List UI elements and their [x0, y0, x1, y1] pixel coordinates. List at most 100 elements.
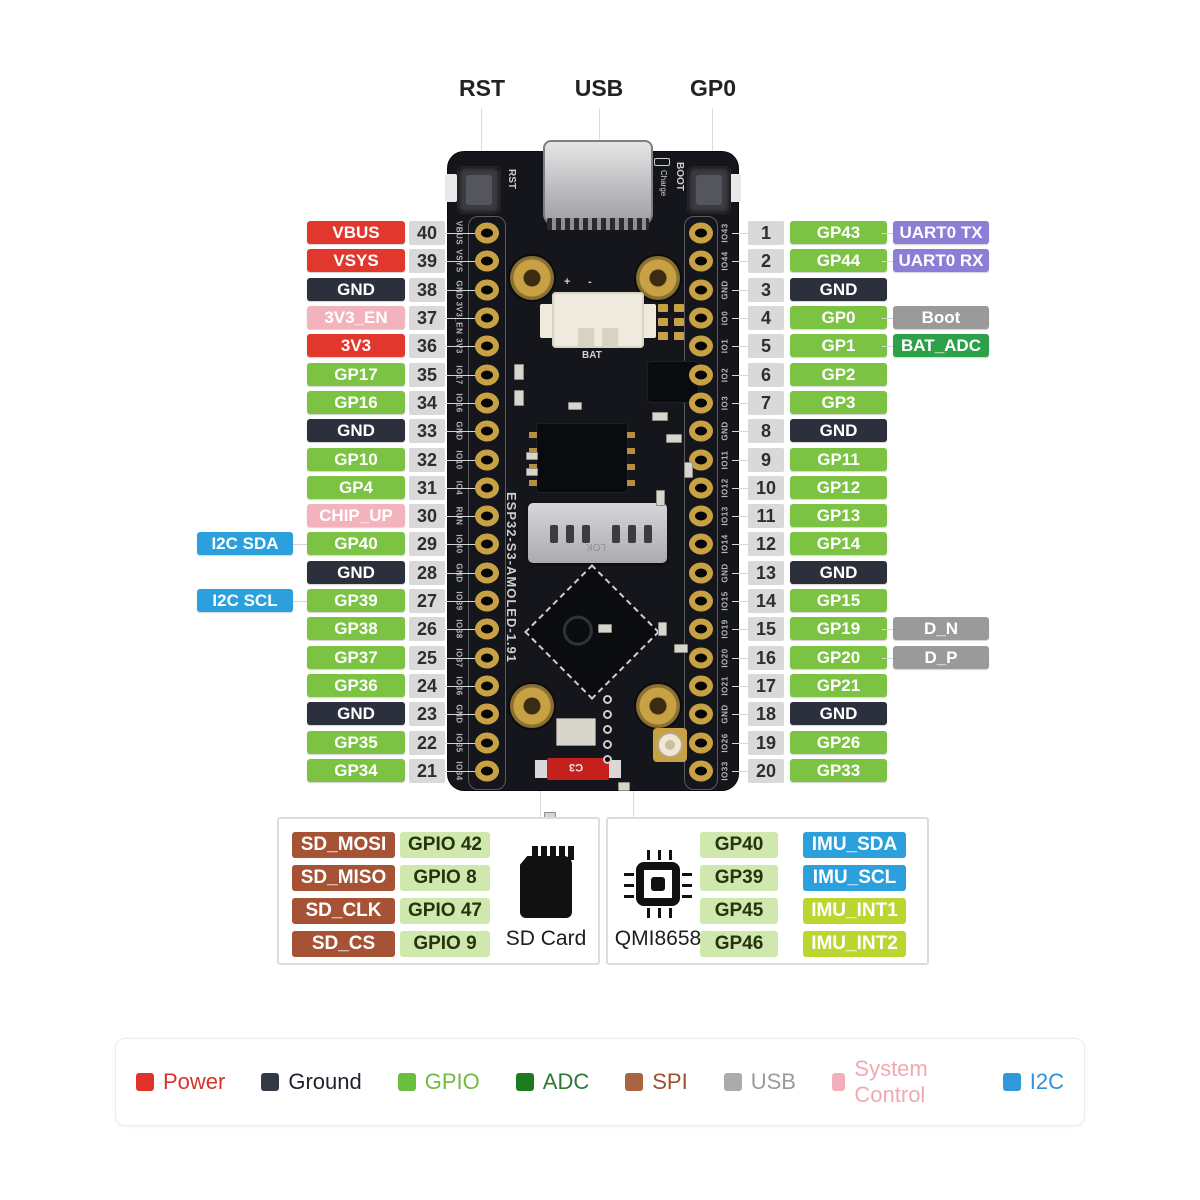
imu-pin-label: GP45: [700, 898, 778, 924]
via-pad: [603, 755, 612, 764]
legend-item: USB: [723, 1069, 796, 1095]
pin-hole: [475, 335, 499, 357]
pin-number: 5: [748, 334, 784, 358]
pin-silkscreen: IO43: [720, 223, 730, 243]
pin-label: 3V3_EN: [307, 306, 405, 329]
smd-component: [598, 624, 612, 633]
side-label: I2C SDA: [197, 532, 293, 555]
pin-hole: [689, 335, 713, 357]
boot-button-tab: [729, 174, 741, 202]
pin-number: 17: [748, 674, 784, 698]
pin-line: [293, 544, 307, 545]
pin-line: [732, 488, 748, 489]
imu-signal-label: IMU_SCL: [803, 865, 906, 891]
pin-silkscreen: GND: [720, 704, 730, 724]
pin-label: VBUS: [307, 221, 405, 244]
pin-label: GND: [307, 702, 405, 725]
pin-number: 3: [748, 278, 784, 302]
pin-number: 4: [748, 306, 784, 330]
pcb-board: RST BOOT Charge BAT + -: [445, 140, 741, 821]
legend-item: System Control: [831, 1056, 967, 1108]
imu-chip-icon: [636, 862, 680, 906]
pin-line: [732, 318, 748, 319]
charge-icon: [654, 158, 670, 166]
pin-line: [445, 516, 475, 517]
pin-hole: [475, 647, 499, 669]
rst-silkscreen: RST: [506, 169, 517, 189]
legend-label: System Control: [854, 1056, 928, 1107]
pin-line: [445, 771, 475, 772]
pin-hole: [689, 505, 713, 527]
side-label: UART0 RX: [893, 249, 989, 272]
pin-line: [882, 318, 896, 319]
pin-silkscreen: IO11: [720, 450, 730, 470]
pin-label: GP43: [790, 221, 887, 244]
pin-label: GND: [307, 561, 405, 584]
sd-pin-label: GPIO 9: [400, 931, 490, 957]
pin-label: GP0: [790, 306, 887, 329]
legend-swatch: [625, 1073, 644, 1091]
pin-label: 3V3: [307, 334, 405, 357]
imu-chip-pin: [624, 873, 634, 876]
pin-line: [445, 261, 475, 262]
legend-label: SPI: [652, 1069, 688, 1094]
imu-pin-label: GP40: [700, 832, 778, 858]
pin-line: [445, 573, 475, 574]
pin-label: GND: [307, 419, 405, 442]
pin-label: GP13: [790, 504, 887, 527]
imu-chip-pin: [682, 873, 692, 876]
regulator-chip: [648, 362, 698, 402]
via-pad: [603, 725, 612, 734]
top-callout-label: GP0: [689, 75, 737, 101]
mounting-hole: [510, 256, 554, 300]
pin-line: [732, 573, 748, 574]
pin-label: CHIP_UP: [307, 504, 405, 527]
pin-silkscreen: GND: [720, 280, 730, 300]
pin-silkscreen: IO0: [720, 310, 730, 326]
pin-header-left: [468, 216, 506, 790]
pin-hole: [689, 392, 713, 414]
legend-item: GPIO: [397, 1069, 480, 1095]
via-pad: [603, 740, 612, 749]
sd-card-slot: LOK: [528, 503, 667, 563]
pin-line: [882, 629, 896, 630]
legend-label: I2C: [1029, 1069, 1064, 1094]
pin-number: 6: [748, 363, 784, 387]
pin-hole: [689, 732, 713, 754]
pin-label: GP40: [307, 532, 405, 555]
pin-number: 10: [748, 476, 784, 500]
sd-signal-label: SD_CS: [292, 931, 395, 957]
pin-line: [882, 233, 896, 234]
smd-component: [556, 718, 596, 746]
pin-hole: [475, 477, 499, 499]
imu-chip-pin: [624, 884, 634, 887]
pin-label: GP10: [307, 448, 405, 471]
pin-line: [445, 658, 475, 659]
side-label: UART0 TX: [893, 221, 989, 244]
pin-number: 27: [409, 589, 445, 613]
sd-pin-label: GPIO 8: [400, 865, 490, 891]
pin-label: GND: [790, 278, 887, 301]
pin-line: [882, 261, 896, 262]
imu-chip-pin: [647, 908, 650, 918]
pin-number: 14: [748, 589, 784, 613]
sd-card-pin: [559, 846, 565, 860]
legend-item: I2C: [1002, 1069, 1064, 1095]
pin-number: 9: [748, 448, 784, 472]
side-label: Boot: [893, 306, 989, 329]
pin-header-right: [684, 216, 718, 790]
pin-label: GND: [790, 419, 887, 442]
pin-number: 21: [409, 759, 445, 783]
callout-line: [481, 108, 482, 188]
minus-mark: -: [588, 276, 592, 288]
pin-hole: [475, 222, 499, 244]
pin-label: GP3: [790, 391, 887, 414]
pin-line: [732, 233, 748, 234]
pin-number: 26: [409, 617, 445, 641]
pin-line: [445, 431, 475, 432]
imu-chip-pin: [647, 850, 650, 860]
pin-label: GP20: [790, 646, 887, 669]
sd-signal-label: SD_MOSI: [292, 832, 395, 858]
